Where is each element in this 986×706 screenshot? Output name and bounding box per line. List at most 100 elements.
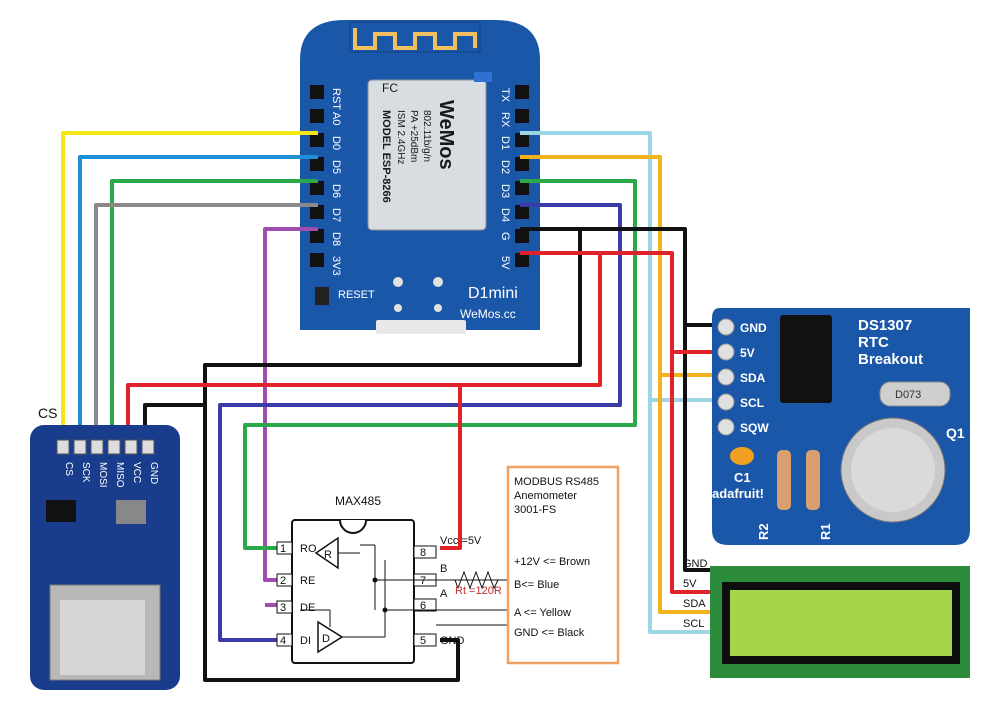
sd-chip — [46, 500, 76, 522]
sd-pin-mosi — [90, 439, 104, 455]
rtc-pin-label: SDA — [740, 371, 766, 385]
sd-pin-vcc — [124, 439, 138, 455]
svg-text:4: 4 — [280, 635, 286, 647]
modbus-title-3: 3001-FS — [514, 504, 556, 516]
lcd-pin-label-sda: SDA — [683, 598, 706, 610]
wemos-pin-label: RST — [330, 88, 342, 110]
rtc-title-3: Breakout — [858, 351, 923, 368]
svg-text:8: 8 — [420, 547, 426, 559]
wire-d3-ro — [243, 179, 637, 550]
antenna-trace — [353, 28, 477, 50]
wemos-pin-d2 — [515, 157, 529, 171]
wemos-pin-label: D3 — [499, 184, 511, 198]
max485-pin-name: B — [440, 563, 447, 575]
wemos-pin-g — [515, 229, 529, 243]
sd-pin-sck — [73, 439, 87, 455]
wemos-pin-d5 — [310, 157, 324, 171]
modbus-line-blue: B<= Blue — [514, 579, 559, 591]
max485-pin-name: DE — [300, 602, 315, 614]
rtc-title-1: DS1307 — [858, 317, 912, 334]
svg-text:R: R — [324, 549, 332, 561]
lcd-screen — [730, 590, 952, 656]
wemos-pin-label: 3V3 — [330, 256, 342, 276]
rtc-pin-label: GND — [740, 321, 767, 335]
wemos-pin-label: D5 — [330, 160, 342, 174]
rtc-pin-label: SQW — [740, 421, 769, 435]
svg-text:D073: D073 — [895, 389, 921, 401]
fc-mark: FC — [382, 81, 398, 95]
svg-text:Q1: Q1 — [946, 425, 965, 441]
sd-pin-label: SCK — [80, 462, 91, 483]
wire-d4-di — [218, 203, 622, 642]
cs-label: CS — [38, 405, 57, 421]
svg-text:7: 7 — [420, 575, 426, 587]
sd-pin-gnd — [141, 439, 155, 455]
rtc-title-2: RTC — [858, 334, 889, 351]
rtc-pin-label: SCL — [740, 396, 764, 410]
wemos-pin-label: D7 — [330, 208, 342, 222]
sd-pin-miso — [107, 439, 121, 455]
wemos-pin-a0 — [310, 109, 324, 123]
sd-pin-label: CS — [63, 462, 74, 476]
reset-button[interactable] — [315, 287, 329, 305]
sd-pin-label: MOSI — [97, 462, 108, 488]
svg-text:R1: R1 — [818, 523, 833, 540]
wire-5v — [520, 251, 720, 354]
max485-pin-4 — [276, 633, 293, 647]
svg-text:1: 1 — [280, 543, 286, 555]
ds1307-chip — [780, 315, 832, 403]
modbus-title-2: Anemometer — [514, 490, 577, 502]
wemos-pin-d8 — [310, 229, 324, 243]
sd-pin-label: GND — [148, 462, 159, 484]
max485-pin-name: DI — [300, 635, 311, 647]
max485-pin-name: A — [440, 588, 448, 600]
wemos-pin-tx — [515, 85, 529, 99]
modbus-line-yellow: A <= Yellow — [514, 607, 571, 619]
wire-d2-sda — [520, 155, 720, 377]
rtc-pin-scl — [717, 393, 735, 411]
lcd-pin-label-5v: 5V — [683, 578, 697, 590]
wemos-site: WeMos.cc — [460, 307, 516, 321]
max485-pin-8 — [413, 545, 437, 559]
esp8266-shield — [367, 79, 487, 231]
svg-text:3: 3 — [280, 602, 286, 614]
sd-regulator — [116, 500, 146, 524]
ism-text: ISM 2.4GHz — [395, 110, 406, 164]
wemos-pin-label: G — [499, 232, 511, 241]
wemos-pin-label: D6 — [330, 184, 342, 198]
wemos-pin-label: 5V — [499, 256, 511, 270]
wemos-logo: WeMos — [435, 100, 457, 170]
model-text: MODEL ESP-8266 — [380, 110, 392, 203]
wemos-pin-d1 — [515, 133, 529, 147]
svg-text:5: 5 — [420, 635, 426, 647]
wire-g-gnd — [520, 227, 720, 327]
wemos-pin-label: D8 — [330, 232, 342, 246]
sd-pin-label: MISO — [114, 462, 125, 488]
wire-d0-cs — [61, 131, 318, 445]
rtc-pin-5v — [717, 343, 735, 361]
wemos-pin-label: D1 — [499, 136, 511, 150]
wires — [61, 131, 720, 682]
rtc-pin-sda — [717, 368, 735, 386]
lcd-pin-label-scl: SCL — [683, 618, 704, 630]
resistor-label: Rt =120R — [455, 585, 502, 597]
modbus-line-brown: +12V <= Brown — [514, 556, 590, 568]
svg-text:D: D — [322, 633, 330, 645]
sd-pin-label: VCC — [131, 462, 142, 483]
wemos-pin-d6 — [310, 181, 324, 195]
resistor-r2 — [777, 450, 791, 510]
max485-pin-3 — [276, 600, 293, 614]
wemos-pin-d7 — [310, 205, 324, 219]
rtc-pin-sqw — [717, 418, 735, 436]
wire-d7-miso — [94, 203, 318, 445]
modbus-anemometer-box: MODBUS RS485 Anemometer 3001-FS +12V <= … — [506, 465, 620, 665]
max485-pin-name: RO — [300, 543, 317, 555]
wemos-pin-label: A0 — [330, 112, 342, 125]
modbus-title-1: MODBUS RS485 — [514, 476, 599, 488]
